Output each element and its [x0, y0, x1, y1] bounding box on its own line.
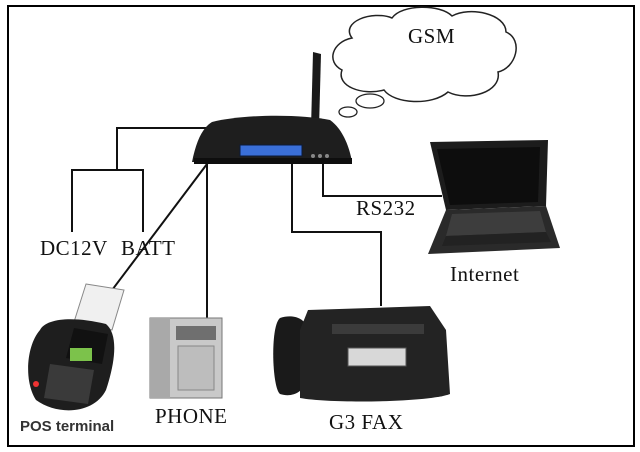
gsm-cloud — [332, 6, 517, 118]
gsm-label: GSM — [408, 24, 456, 48]
batt-label: BATT — [121, 236, 176, 260]
phone-label: PHONE — [155, 404, 228, 428]
antenna — [311, 52, 321, 128]
phone — [149, 317, 223, 399]
lcd-display — [239, 144, 303, 157]
g3-fax-label: G3 FAX — [329, 410, 404, 434]
rs232-label: RS232 — [356, 196, 416, 220]
diagram-frame — [7, 5, 635, 447]
internet-label: Internet — [450, 262, 520, 286]
pos-terminal — [28, 283, 125, 411]
pos-terminal-label: POS terminal — [20, 418, 115, 435]
laptop — [428, 140, 560, 254]
fax-machine — [273, 306, 450, 402]
gsm-gateway-device — [192, 52, 352, 164]
dc12v-label: DC12V — [40, 236, 108, 260]
